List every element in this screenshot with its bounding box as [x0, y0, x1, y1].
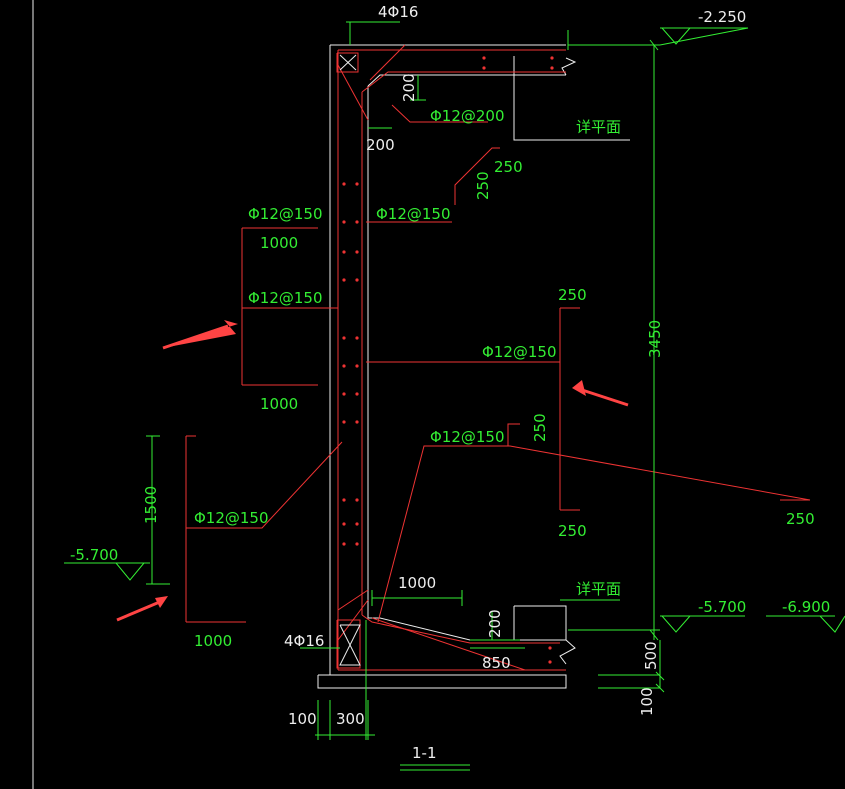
dim-1000-d: 1000 — [398, 574, 436, 592]
dim-500: 500 — [642, 641, 660, 670]
dim-1500: 1500 — [142, 486, 160, 524]
annotation-arrows — [116, 320, 629, 622]
inner-rebar-3: Φ12@150 — [430, 428, 505, 446]
rebar — [185, 44, 811, 671]
elev-top-label: -2.250 — [698, 8, 746, 26]
rebar-dots — [342, 56, 554, 664]
bottom-rebar-label: 4Φ16 — [284, 632, 324, 650]
dim-250-a: 250 — [494, 158, 523, 176]
detail-bottom-label: 详平面 — [576, 580, 621, 598]
dim-250-e: 250 — [531, 413, 549, 442]
dim-250-d: 250 — [558, 522, 587, 540]
inner-rebar-1: Φ12@150 — [376, 205, 451, 223]
outer-rebar-2: Φ12@150 — [248, 289, 323, 307]
dim-250-c: 250 — [558, 286, 587, 304]
dim-1000-c: 1000 — [194, 632, 232, 650]
haunch-rebar-label: Φ12@200 — [430, 107, 505, 125]
top-rebar-label: 4Φ16 — [378, 3, 418, 21]
haunch-height-label: 200 — [400, 73, 418, 102]
base-haunch: 200 — [486, 609, 504, 638]
dimension-lines — [64, 21, 845, 771]
dim-100-b: 100 — [638, 687, 656, 716]
dim-3450: 3450 — [646, 320, 664, 358]
elev-right2-label: -6.900 — [782, 598, 830, 616]
detail-top-label: 详平面 — [576, 118, 621, 136]
outer-rebar-1: Φ12@150 — [248, 205, 323, 223]
wall-outline — [317, 44, 630, 689]
section-label: 1-1 — [412, 744, 437, 762]
dim-1000-b: 1000 — [260, 395, 298, 413]
dim-250-b: 250 — [474, 171, 492, 200]
elev-left-label: -5.700 — [70, 546, 118, 564]
labels: 4Φ16 4Φ16 Φ12@200 200 200 详平面 详平面 -2.250… — [70, 3, 830, 762]
dim-300: 300 — [336, 710, 365, 728]
elev-right1-label: -5.700 — [698, 598, 746, 616]
inner-rebar-2: Φ12@150 — [482, 343, 557, 361]
dim-250-f: 250 — [786, 510, 815, 528]
dim-1000-a: 1000 — [260, 234, 298, 252]
dim-100-a: 100 — [288, 710, 317, 728]
left-rebar: Φ12@150 — [194, 509, 269, 527]
corner-crosses — [339, 54, 361, 666]
haunch-width-label: 200 — [366, 136, 395, 154]
dim-850: 850 — [482, 654, 511, 672]
